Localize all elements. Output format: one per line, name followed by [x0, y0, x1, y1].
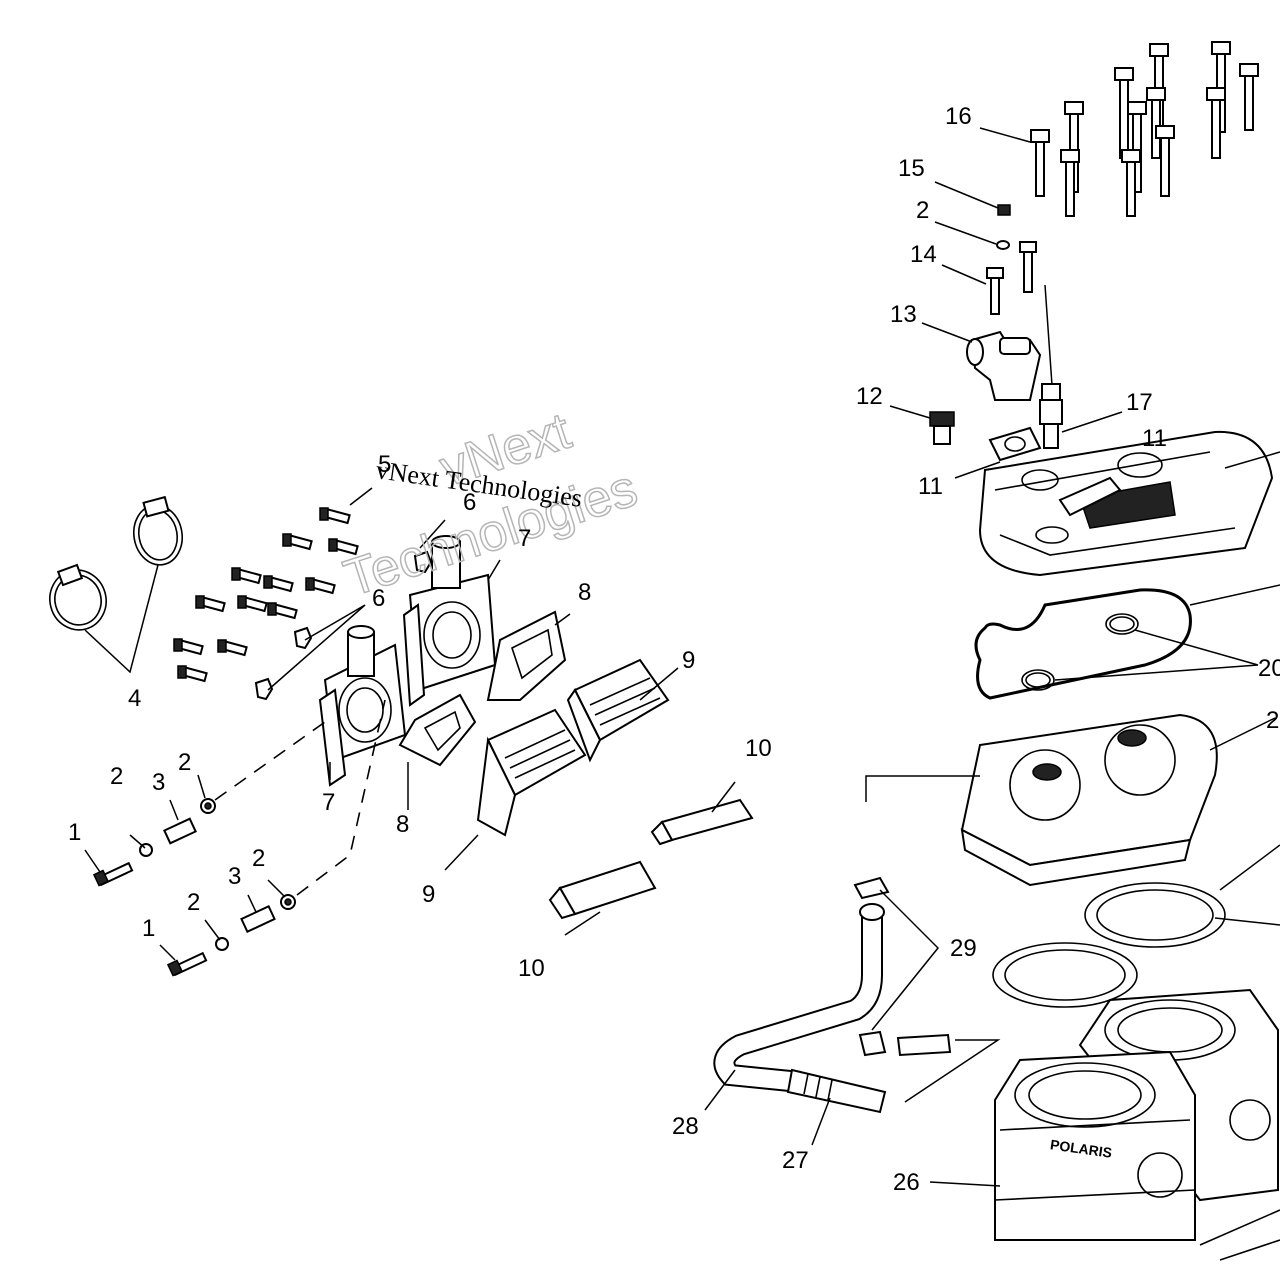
bolt-cluster — [173, 507, 359, 683]
callout-2-d: 2 — [252, 845, 265, 872]
callout-1-upper: 1 — [68, 819, 81, 846]
callout-labels: 1 1 2 2 2 2 2 3 3 4 5 6 6 7 7 8 8 9 9 10… — [68, 103, 1280, 1196]
thermostat — [929, 411, 955, 445]
callout-13: 13 — [890, 301, 917, 328]
coolant-hose — [713, 876, 952, 1114]
cylinder-head — [960, 713, 1218, 887]
callout-28: 28 — [672, 1113, 699, 1140]
callout-17: 17 — [1126, 389, 1153, 416]
clip-parts — [254, 550, 433, 701]
head-o-ring — [974, 588, 1192, 700]
head-bolts — [1030, 41, 1259, 217]
reed-housing-upper — [402, 535, 497, 707]
callout-29: 29 — [950, 935, 977, 962]
callout-10-lower: 10 — [518, 955, 545, 982]
callout-15: 15 — [898, 155, 925, 182]
callout-12: 12 — [856, 383, 883, 410]
callout-2-e: 2 — [916, 197, 929, 224]
callout-6-lower: 6 — [372, 585, 385, 612]
callout-10-upper: 10 — [745, 735, 772, 762]
reed-housing-lower — [318, 625, 407, 787]
spacer-lower — [398, 693, 477, 767]
callout-27: 27 — [782, 1147, 809, 1174]
callout-8-lower: 8 — [396, 811, 409, 838]
callout-7-lower: 7 — [322, 789, 335, 816]
callout-2-a: 2 — [110, 763, 123, 790]
studs — [986, 241, 1037, 315]
callout-20: 20 — [1258, 655, 1280, 682]
head-cover — [978, 430, 1274, 577]
screw-set-lower — [166, 894, 296, 977]
callout-16: 16 — [945, 103, 972, 130]
callout-11-lower: 11 — [918, 473, 943, 500]
reed-plate-upper — [650, 798, 754, 846]
cylinder-block: POLARIS — [994, 988, 1280, 1261]
callout-9-upper: 9 — [682, 647, 695, 674]
callout-26: 26 — [893, 1169, 920, 1196]
hose-clamp-right — [132, 495, 184, 566]
screw-set-upper — [92, 798, 216, 887]
callout-6-upper: 6 — [463, 489, 476, 516]
callout-2-right: 2 — [1266, 707, 1279, 734]
reed-plate-lower — [548, 860, 657, 920]
hose-clamp-left — [49, 563, 107, 631]
callout-11-upper: 11 — [1142, 425, 1167, 452]
callout-2-c: 2 — [187, 889, 200, 916]
callout-2-b: 2 — [178, 749, 191, 776]
spacer-upper — [486, 610, 567, 701]
callout-1-lower: 1 — [142, 915, 155, 942]
temp-sensor — [1039, 284, 1063, 449]
callout-8-upper: 8 — [578, 579, 591, 606]
callout-9-lower: 9 — [422, 881, 435, 908]
callout-4: 4 — [128, 685, 141, 712]
small-bolt — [996, 204, 1011, 250]
thermostat-gasket — [988, 426, 1042, 462]
thermostat-housing — [966, 330, 1042, 401]
callout-5: 5 — [378, 451, 391, 478]
callout-3-lower: 3 — [228, 863, 241, 890]
callout-3-upper: 3 — [152, 769, 165, 796]
base-gaskets — [992, 882, 1226, 1008]
callout-7-upper: 7 — [518, 525, 531, 552]
reed-cage-lower — [476, 708, 587, 837]
reed-cage-upper — [566, 658, 670, 763]
callout-14: 14 — [910, 241, 937, 268]
